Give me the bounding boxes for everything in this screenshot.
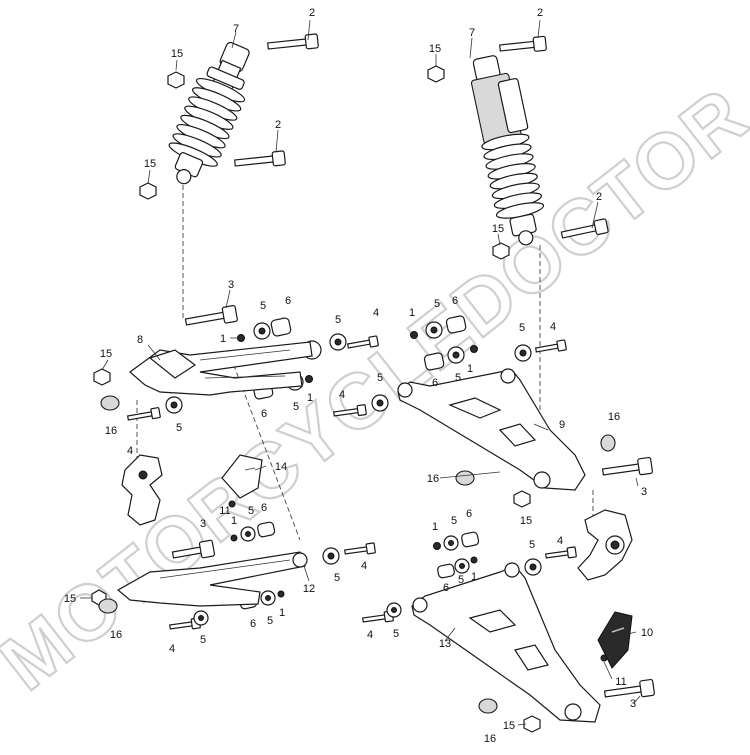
callout-number: 15 — [171, 48, 183, 60]
callout-number: 5 — [434, 298, 440, 310]
callout-number: 1 — [471, 571, 477, 583]
lower-left-a-arm — [116, 551, 308, 607]
callout-number: 5 — [267, 615, 273, 627]
callout-number: 6 — [443, 582, 449, 594]
callout-number: 4 — [169, 643, 175, 655]
left-steering-knuckle — [121, 454, 163, 526]
callout-number: 2 — [596, 191, 602, 203]
callout-number: 15 — [492, 223, 504, 235]
callout-number: 9 — [559, 419, 565, 431]
callout-number: 5 — [176, 422, 182, 434]
left-guard-plate — [221, 454, 263, 499]
callout-number: 4 — [373, 307, 379, 319]
callout-number: 6 — [250, 618, 256, 630]
callout-number: 6 — [261, 502, 267, 514]
callout-number: 1 — [307, 392, 313, 404]
leader-lines — [80, 19, 641, 726]
upper-right-a-arm — [397, 368, 586, 491]
callout-number: 8 — [137, 334, 143, 346]
callout-number: 5 — [377, 372, 383, 384]
callout-number: 10 — [641, 627, 653, 639]
right-shock-spring — [481, 133, 545, 219]
callout-number: 4 — [127, 445, 133, 457]
callout-number: 5 — [458, 574, 464, 586]
callout-number: 11 — [615, 676, 626, 688]
callout-number: 11 — [219, 505, 230, 517]
callout-number: 6 — [466, 508, 472, 520]
callout-number: 15 — [520, 515, 532, 527]
callout-number: 16 — [427, 473, 439, 485]
callout-number: 7 — [233, 23, 239, 35]
callout-labels: 7 2 15 2 15 7 2 15 2 15 3 5 6 1 8 5 4 15… — [64, 7, 653, 745]
dust-caps — [98, 395, 616, 714]
right-shock-absorber — [470, 55, 545, 246]
callout-number: 15 — [64, 593, 76, 605]
callout-number: 16 — [608, 411, 620, 423]
callout-number: 15 — [144, 158, 156, 170]
callout-number: 4 — [367, 629, 373, 641]
callout-number: 15 — [503, 720, 515, 732]
callout-number: 15 — [429, 43, 441, 55]
callout-number: 3 — [630, 698, 636, 710]
callout-number: 3 — [228, 279, 234, 291]
callout-number: 3 — [200, 518, 206, 530]
callout-number: 1 — [279, 607, 285, 619]
callout-number: 5 — [248, 505, 254, 517]
left-shock-spring — [168, 77, 246, 167]
left-shock-absorber — [168, 41, 250, 185]
callout-number: 15 — [100, 348, 112, 360]
callout-number: 5 — [335, 314, 341, 326]
callout-number: 5 — [200, 634, 206, 646]
callout-number: 1 — [409, 307, 415, 319]
callout-number: 5 — [260, 300, 266, 312]
upper-left-a-arm — [129, 341, 313, 396]
callout-number: 2 — [309, 7, 315, 19]
callout-number: 5 — [293, 401, 299, 413]
callout-number: 6 — [261, 408, 267, 420]
callout-number: 12 — [303, 583, 315, 595]
callout-number: 7 — [469, 27, 475, 39]
bolts — [126, 33, 655, 698]
callout-number: 5 — [451, 515, 457, 527]
callout-number: 5 — [455, 372, 461, 384]
callout-number: 4 — [361, 560, 367, 572]
callout-number: 1 — [231, 515, 237, 527]
callout-number: 4 — [550, 321, 556, 333]
callout-number: 16 — [484, 733, 496, 745]
callout-number: 5 — [529, 539, 535, 551]
callout-number: 3 — [641, 486, 647, 498]
callout-number: 1 — [432, 521, 438, 533]
callout-number: 1 — [220, 333, 226, 345]
callout-number: 5 — [393, 628, 399, 640]
callout-number: 6 — [452, 295, 458, 307]
callout-number: 1 — [467, 363, 473, 375]
callout-number: 16 — [105, 425, 117, 437]
callout-number: 2 — [275, 119, 281, 131]
right-guard-plate — [597, 611, 633, 669]
callout-number: 2 — [537, 7, 543, 19]
callout-number: 14 — [275, 461, 287, 473]
callout-number: 6 — [432, 377, 438, 389]
lock-nuts — [91, 65, 541, 733]
right-steering-knuckle — [577, 509, 633, 581]
callout-number: 13 — [439, 638, 451, 650]
callout-number: 6 — [285, 295, 291, 307]
callout-number: 5 — [334, 572, 340, 584]
callout-number: 16 — [110, 629, 122, 641]
callout-number: 4 — [557, 535, 563, 547]
lower-right-a-arm — [411, 562, 601, 723]
callout-number: 5 — [519, 322, 525, 334]
callout-number: 4 — [339, 389, 345, 401]
